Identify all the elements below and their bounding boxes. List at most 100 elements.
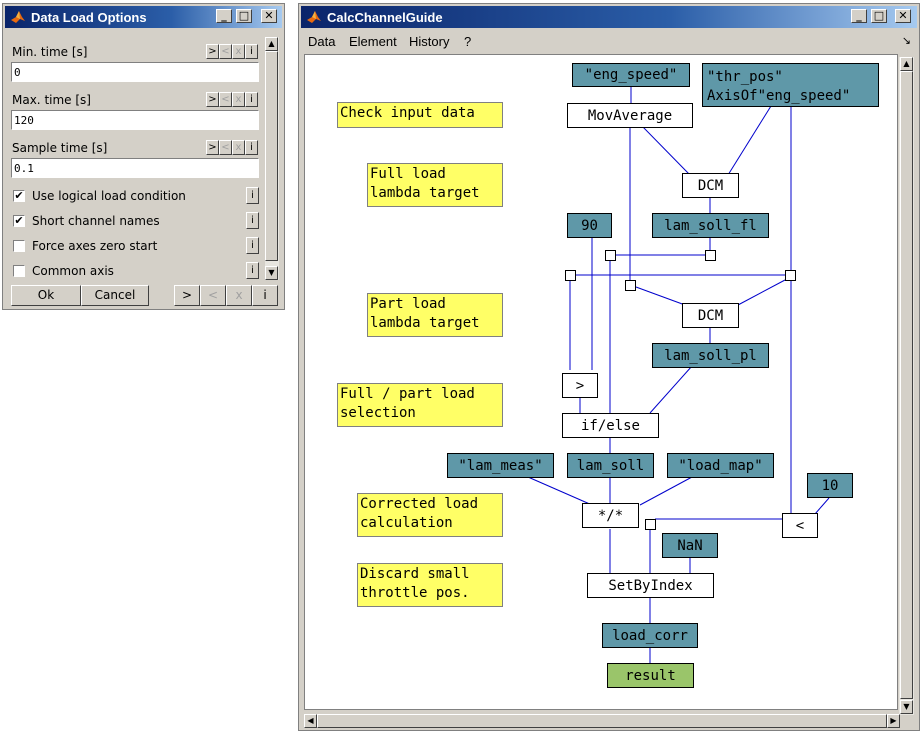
note-discard-throttle[interactable]: Discard small throttle pos. <box>357 563 503 607</box>
zero-start-checkbox[interactable] <box>13 240 25 252</box>
junction-port[interactable] <box>645 519 656 530</box>
guide-vertical-scrollbar[interactable]: ▲ ▼ <box>899 57 914 715</box>
minimize-button[interactable]: _ <box>851 9 867 23</box>
max-time-next-button[interactable]: > <box>206 92 219 107</box>
min-time-next-button[interactable]: > <box>206 44 219 59</box>
note-corrected-load[interactable]: Corrected load calculation <box>357 493 503 537</box>
sample-time-buttons: > < x i <box>206 140 262 155</box>
nav-prev-button[interactable]: < <box>200 285 226 306</box>
min-time-info-button[interactable]: i <box>245 44 258 59</box>
max-time-buttons: > < x i <box>206 92 262 107</box>
note-part-load[interactable]: Part load lambda target <box>367 293 503 337</box>
min-time-field[interactable]: 0 <box>11 62 259 82</box>
channel-thr-pos[interactable]: "thr_pos" AxisOf"eng_speed" <box>702 63 879 107</box>
options-titlebar[interactable]: Data Load Options _ □ ✕ <box>5 6 282 28</box>
max-time-prev-button[interactable]: < <box>219 92 232 107</box>
logical-load-label: Use logical load condition <box>32 189 186 203</box>
nav-info-button[interactable]: i <box>252 285 278 306</box>
scroll-thumb[interactable] <box>900 71 913 699</box>
max-time-clear-button[interactable]: x <box>232 92 245 107</box>
junction-port[interactable] <box>565 270 576 281</box>
note-check-input[interactable]: Check input data <box>337 102 503 128</box>
op-dcm-full[interactable]: DCM <box>682 173 739 198</box>
channel-const-10[interactable]: 10 <box>807 473 853 498</box>
min-time-prev-button[interactable]: < <box>219 44 232 59</box>
short-names-label: Short channel names <box>32 214 160 228</box>
diagram-canvas[interactable] <box>304 54 898 710</box>
note-full-load[interactable]: Full load lambda target <box>367 163 503 207</box>
options-window-title: Data Load Options <box>31 10 147 25</box>
guide-titlebar[interactable]: CalcChannelGuide _ □ ✕ <box>301 6 917 28</box>
short-names-info-button[interactable]: i <box>246 212 259 229</box>
channel-lam-soll-fl[interactable]: lam_soll_fl <box>652 213 769 238</box>
junction-port[interactable] <box>785 270 796 281</box>
op-dcm-part[interactable]: DCM <box>682 303 739 328</box>
channel-lam-soll[interactable]: lam_soll <box>567 453 654 478</box>
matlab-logo-icon <box>307 11 321 23</box>
short-names-checkbox[interactable]: ✔ <box>13 214 25 227</box>
maximize-button[interactable]: □ <box>871 9 887 23</box>
note-selection[interactable]: Full / part load selection <box>337 383 503 427</box>
minimize-button[interactable]: _ <box>216 9 232 23</box>
logical-load-checkbox[interactable]: ✔ <box>13 189 25 202</box>
scroll-up-button[interactable]: ▲ <box>265 37 278 51</box>
channel-lam-soll-pl[interactable]: lam_soll_pl <box>652 343 769 368</box>
op-setbyindex[interactable]: SetByIndex <box>587 573 714 598</box>
logical-load-info-button[interactable]: i <box>246 187 259 204</box>
nav-next-button[interactable]: > <box>174 285 200 306</box>
sample-time-field[interactable]: 0.1 <box>11 158 259 178</box>
cancel-button[interactable]: Cancel <box>81 285 149 306</box>
scroll-right-button[interactable]: ▶ <box>887 714 900 728</box>
junction-port[interactable] <box>705 250 716 261</box>
nav-clear-button[interactable]: x <box>226 285 252 306</box>
max-time-label: Max. time [s] <box>12 93 91 107</box>
maximize-button[interactable]: □ <box>236 9 252 23</box>
op-less[interactable]: < <box>782 513 818 538</box>
min-time-buttons: > < x i <box>206 44 262 59</box>
channel-load-corr[interactable]: load_corr <box>602 623 698 648</box>
scroll-thumb[interactable] <box>317 714 887 728</box>
junction-port[interactable] <box>605 250 616 261</box>
max-time-info-button[interactable]: i <box>245 92 258 107</box>
channel-const-90[interactable]: 90 <box>567 213 612 238</box>
ok-button[interactable]: Ok <box>11 285 81 306</box>
op-movaverage[interactable]: MovAverage <box>567 103 693 128</box>
scroll-down-button[interactable]: ▼ <box>265 266 278 280</box>
channel-lam-meas[interactable]: "lam_meas" <box>447 453 554 478</box>
dock-arrow-icon[interactable]: ↘ <box>901 34 911 47</box>
channel-eng-speed[interactable]: "eng_speed" <box>572 63 690 87</box>
op-muldiv[interactable]: */* <box>582 503 639 528</box>
max-time-field[interactable]: 120 <box>11 110 259 130</box>
menu-history[interactable]: History <box>409 34 450 49</box>
zero-start-info-button[interactable]: i <box>246 237 259 254</box>
options-scrollbar[interactable]: ▲ ▼ <box>265 37 279 280</box>
op-greater[interactable]: > <box>562 373 598 398</box>
channel-load-map[interactable]: "load_map" <box>667 453 774 478</box>
min-time-clear-button[interactable]: x <box>232 44 245 59</box>
common-axis-checkbox[interactable] <box>13 265 25 277</box>
menu-help[interactable]: ? <box>464 34 472 49</box>
sample-time-prev-button[interactable]: < <box>219 140 232 155</box>
min-time-label: Min. time [s] <box>12 45 88 59</box>
sample-time-info-button[interactable]: i <box>245 140 258 155</box>
close-button[interactable]: ✕ <box>261 9 277 23</box>
scroll-down-button[interactable]: ▼ <box>900 700 913 714</box>
junction-port[interactable] <box>625 280 636 291</box>
guide-window-title: CalcChannelGuide <box>327 10 443 25</box>
sample-time-clear-button[interactable]: x <box>232 140 245 155</box>
sample-time-next-button[interactable]: > <box>206 140 219 155</box>
close-button[interactable]: ✕ <box>895 9 911 23</box>
menu-data[interactable]: Data <box>308 34 336 49</box>
channel-nan[interactable]: NaN <box>662 533 718 558</box>
common-axis-info-button[interactable]: i <box>246 262 259 279</box>
channel-result[interactable]: result <box>607 663 694 688</box>
scroll-up-button[interactable]: ▲ <box>900 57 913 71</box>
op-ifelse[interactable]: if/else <box>562 413 659 438</box>
menu-bar: Data Element History ? ↘ <box>301 30 917 52</box>
menu-element[interactable]: Element <box>349 34 397 49</box>
matlab-logo-icon <box>11 11 25 23</box>
scroll-left-button[interactable]: ◀ <box>304 714 317 728</box>
guide-horizontal-scrollbar[interactable]: ◀ ▶ <box>304 714 900 728</box>
common-axis-label: Common axis <box>32 264 114 278</box>
scroll-thumb[interactable] <box>265 51 278 261</box>
